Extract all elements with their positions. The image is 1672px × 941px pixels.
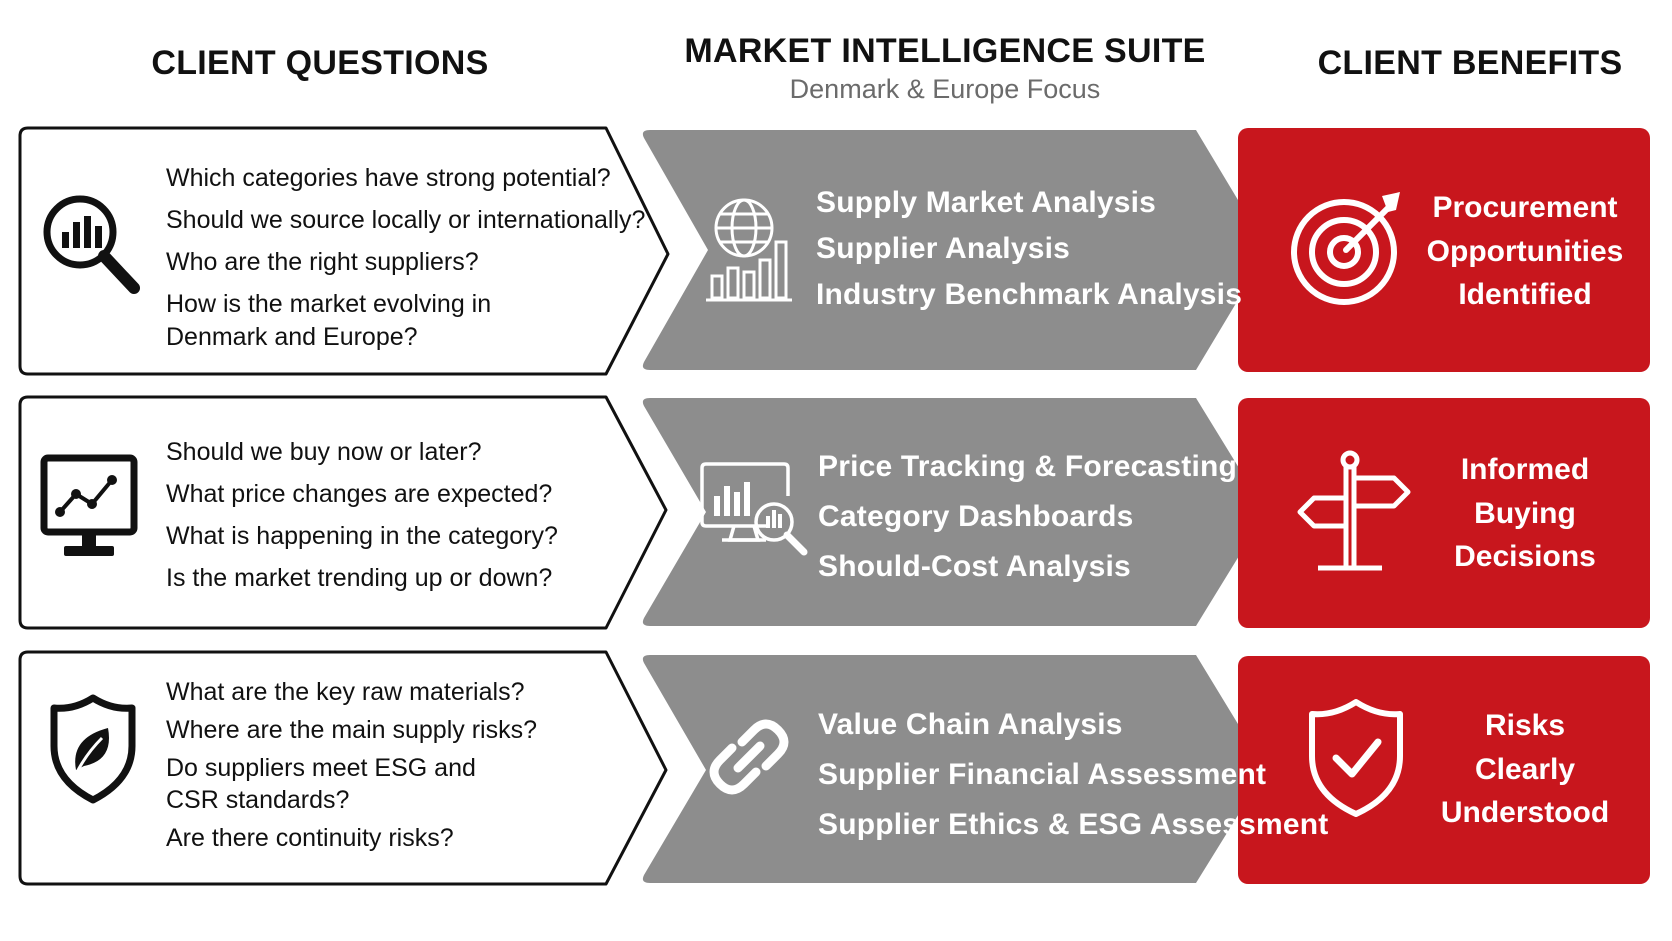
service-item: Supply Market Analysis bbox=[816, 186, 1157, 219]
question-text: Which categories have strong potential? bbox=[166, 164, 611, 192]
service-arrow-2 bbox=[642, 398, 1266, 626]
service-list-1: Supply Market Analysis Supplier Analysis… bbox=[816, 188, 1242, 310]
suite-subtitle: Denmark & Europe Focus bbox=[789, 74, 1101, 104]
benefit-line: Clearly bbox=[1474, 752, 1576, 786]
question-text: Should we source locally or internationa… bbox=[166, 206, 646, 234]
question-text: Is the market trending up or down? bbox=[166, 564, 553, 592]
magnifier-bar-chart-icon bbox=[43, 195, 140, 294]
question-text: What are the key raw materials? bbox=[166, 678, 525, 706]
service-item: Industry Benchmark Analysis bbox=[816, 278, 1243, 311]
benefit-line: Procurement bbox=[1432, 191, 1618, 224]
service-list-3: Value Chain Analysis Supplier Financial … bbox=[818, 710, 1328, 840]
service-item: Supplier Analysis bbox=[816, 232, 1071, 265]
benefit-box-1 bbox=[1238, 128, 1650, 372]
suite-title: MARKET INTELLIGENCE SUITE bbox=[684, 32, 1206, 70]
benefit-text-1: Procurement Opportunities Identified bbox=[1410, 186, 1640, 317]
benefit-line: Opportunities bbox=[1426, 234, 1624, 268]
benefit-line: Decisions bbox=[1454, 540, 1596, 573]
service-list-2: Price Tracking & Forecasting Category Da… bbox=[818, 452, 1237, 582]
benefit-line: Risks bbox=[1484, 709, 1566, 742]
question-text: Who are the right suppliers? bbox=[166, 248, 479, 276]
question-text: Should we buy now or later? bbox=[166, 438, 482, 466]
service-item: Supplier Financial Assessment bbox=[818, 758, 1267, 791]
benefit-text-3: Risks Clearly Understood bbox=[1410, 704, 1640, 835]
question-text: How is the market evolving in Denmark an… bbox=[166, 290, 492, 351]
question-text: What is happening in the category? bbox=[166, 522, 558, 550]
signpost-icon bbox=[1297, 450, 1411, 571]
service-arrow-3 bbox=[642, 655, 1266, 883]
question-text: Are there continuity risks? bbox=[166, 824, 454, 852]
benefit-line: Buying bbox=[1474, 496, 1576, 530]
shield-check-icon bbox=[1309, 699, 1403, 817]
client-questions-header: CLIENT QUESTIONS bbox=[151, 44, 489, 82]
service-item: Price Tracking & Forecasting bbox=[818, 450, 1238, 483]
question-box-1 bbox=[18, 126, 670, 376]
benefit-line: Informed bbox=[1460, 453, 1590, 486]
question-text: What price changes are expected? bbox=[166, 480, 553, 508]
monitor-line-chart-icon bbox=[40, 454, 138, 556]
shield-leaf-icon bbox=[50, 694, 136, 804]
question-box-2 bbox=[18, 395, 668, 630]
target-arrow-icon bbox=[1291, 192, 1400, 305]
service-item: Supplier Ethics & ESG Assessment bbox=[818, 808, 1329, 841]
question-text: Where are the main supply risks? bbox=[166, 716, 537, 744]
question-box-3 bbox=[18, 650, 668, 886]
benefit-box-3 bbox=[1238, 656, 1650, 884]
question-list-3: What are the key raw materials? Where ar… bbox=[166, 676, 646, 864]
service-item: Should-Cost Analysis bbox=[818, 550, 1131, 583]
globe-bar-chart-icon bbox=[706, 198, 792, 302]
benefit-line: Identified bbox=[1458, 278, 1592, 311]
chain-link-icon bbox=[709, 719, 789, 795]
service-arrow-1 bbox=[642, 130, 1268, 370]
service-item: Category Dashboards bbox=[818, 500, 1134, 533]
benefit-line: Understood bbox=[1440, 796, 1610, 829]
client-benefits-header: CLIENT BENEFITS bbox=[1317, 44, 1623, 82]
question-list-1: Which categories have strong potential? … bbox=[166, 162, 646, 363]
question-list-2: Should we buy now or later? What price c… bbox=[166, 436, 646, 604]
question-text: Do suppliers meet ESG and CSR standards? bbox=[166, 754, 476, 814]
service-item: Value Chain Analysis bbox=[818, 708, 1123, 741]
monitor-magnifier-icon bbox=[700, 462, 808, 556]
benefit-text-2: Informed Buying Decisions bbox=[1410, 448, 1640, 579]
